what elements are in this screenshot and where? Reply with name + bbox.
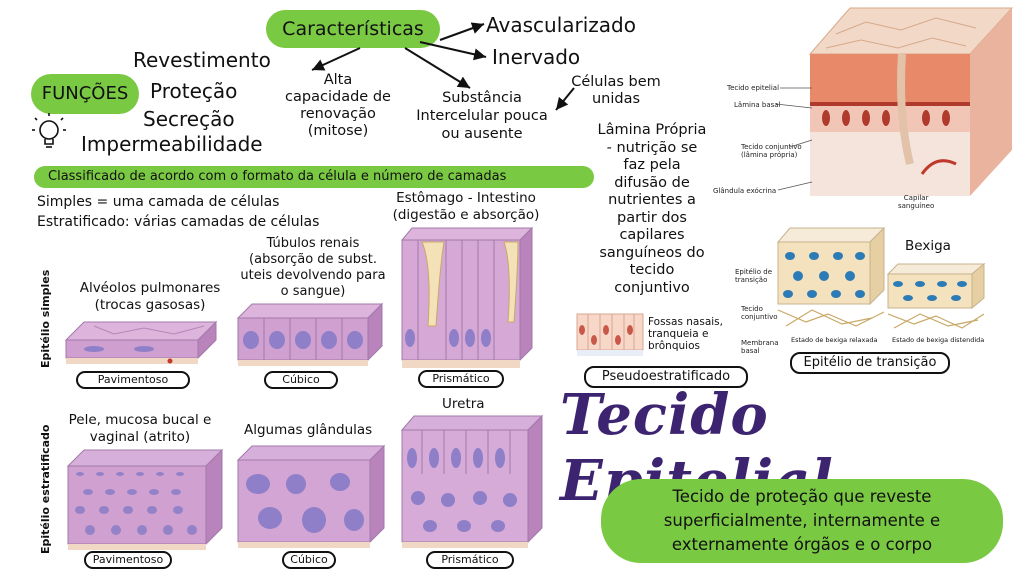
simples-pavimentoso-illustration xyxy=(64,320,218,364)
label-bexiga-distendida: Estado de bexiga distendida xyxy=(892,336,985,344)
simples-prismatico-label: Prismático xyxy=(418,370,504,388)
lightbulb-icon xyxy=(30,112,70,158)
label-epitelio-transicao: Epitélio de transição xyxy=(735,268,773,284)
avascularizado-text: Avascularizado xyxy=(486,13,636,37)
simples-pavimentoso-desc: Alvéolos pulmonares (trocas gasosas) xyxy=(79,280,221,313)
estratificado-pavimentoso-label: Pavimentoso xyxy=(84,551,172,569)
label-lamina-basal: Lâmina basal xyxy=(734,101,781,109)
pseudoestratificado-label: Pseudoestratificado xyxy=(584,366,748,388)
transicao-relaxada-illustration xyxy=(776,226,886,327)
label-tecido-conjuntivo-transicao: Tecido conjuntivo xyxy=(741,305,778,321)
inervado-text: Inervado xyxy=(492,45,581,69)
pseudoestratificado-desc: Fossas nasais, tranqueia e brônquios xyxy=(648,316,723,352)
caracteristicas-pill: Características xyxy=(266,10,440,48)
pseudoestratificado-illustration xyxy=(576,313,644,356)
simples-cubico-label: Cúbico xyxy=(264,371,338,389)
label-bexiga-relaxada: Estado de bexiga relaxada xyxy=(791,336,878,344)
estratificado-cubico-desc: Algumas glândulas xyxy=(244,422,373,438)
estratificado-pavimentoso-desc: Pele, mucosa bucal e vaginal (atrito) xyxy=(68,412,212,445)
funcao-revestimento: Revestimento xyxy=(133,48,271,72)
estratificado-prismatico-desc: Uretra xyxy=(442,396,485,412)
simples-prismatico-desc: Estômago - Intestino (digestão e absorçã… xyxy=(392,190,540,223)
label-membrana-basal: Membrana basal xyxy=(741,339,779,355)
funcoes-pill: FUNÇÕES xyxy=(31,74,139,114)
label-tecido-conjuntivo: Tecido conjuntivo (lâmina própria) xyxy=(741,143,802,159)
estratificado-pavimentoso-illustration xyxy=(66,448,224,550)
transicao-distendida-illustration xyxy=(886,262,986,329)
simples-prismatico-illustration xyxy=(400,226,534,368)
definition-box: Tecido de proteção que reveste superfici… xyxy=(601,479,1003,563)
label-tecido-epitelial: Tecido epitelial xyxy=(727,84,780,92)
bexiga-label: Bexiga xyxy=(905,238,951,254)
simples-cubico-desc: Túbulos renais (absorção de subst. uteis… xyxy=(240,236,386,299)
celulas-unidas-text: Células bem unidas xyxy=(571,74,661,107)
estratificado-definition: Estratificado: várias camadas de células xyxy=(37,214,320,230)
lamina-propria-text: Lâmina Própria - nutrição se faz pela di… xyxy=(597,122,707,296)
substancia-text: Substância Intercelular pouca ou ausente xyxy=(416,90,548,142)
funcao-secrecao: Secreção xyxy=(143,107,235,131)
epitelio-transicao-label: Epitélio de transição xyxy=(790,352,950,374)
simples-definition: Simples = uma camada de células xyxy=(37,194,280,210)
alta-renovacao-text: Alta capacidade de renovação (mitose) xyxy=(285,72,391,139)
estratificado-cubico-illustration xyxy=(236,444,386,548)
estratificado-prismatico-label: Prismático xyxy=(426,551,514,569)
funcao-impermeabilidade: Impermeabilidade xyxy=(81,132,263,156)
label-glandula-exocrina: Glândula exócrina xyxy=(713,187,777,195)
simples-cubico-illustration xyxy=(236,302,384,366)
label-capilar: Capilar sanguíneo xyxy=(898,194,935,210)
estratificado-prismatico-illustration xyxy=(400,414,544,548)
classificacao-banner: Classificado de acordo com o formato da … xyxy=(34,166,594,188)
funcao-protecao: Proteção xyxy=(150,79,238,103)
epithelial-block-diagram xyxy=(808,7,1014,196)
estratificado-cubico-label: Cúbico xyxy=(282,551,336,569)
simples-pavimentoso-label: Pavimentoso xyxy=(76,371,190,389)
